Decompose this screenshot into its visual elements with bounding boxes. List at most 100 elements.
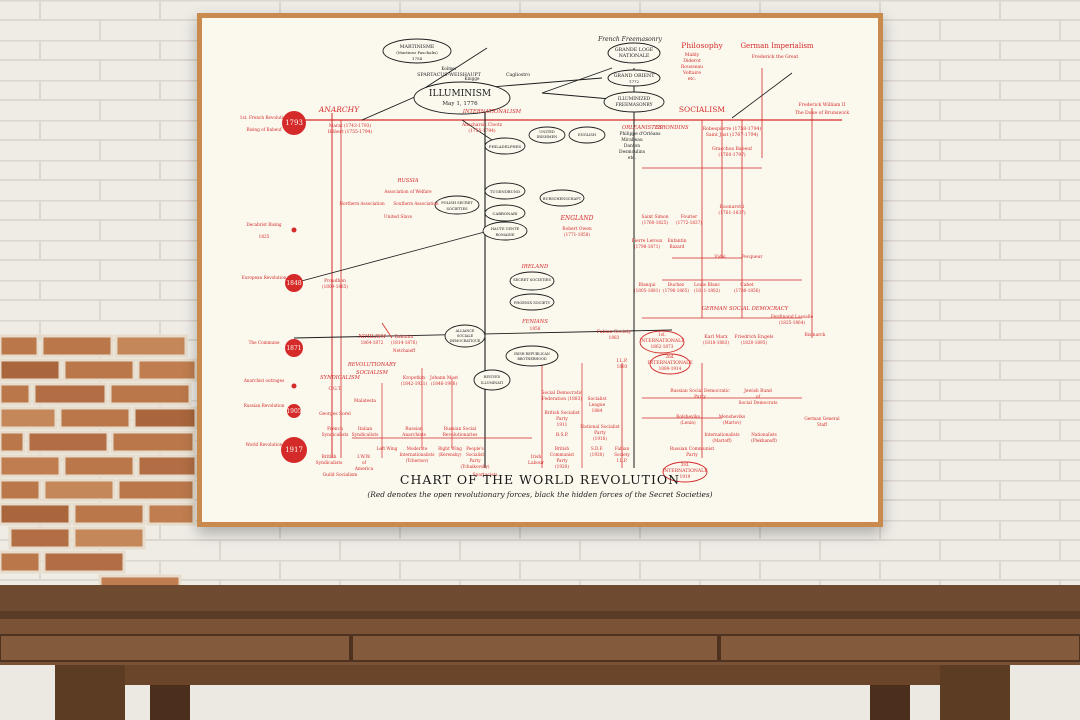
chart-label: (1916) xyxy=(593,436,607,441)
chart-label: I.L.P. xyxy=(617,458,627,463)
chart-label: Left Wing xyxy=(377,446,398,451)
chart-label: (1818-1883) xyxy=(703,340,729,345)
chart-label: Malatesta xyxy=(354,399,377,404)
chart-label: 1st. xyxy=(658,332,666,337)
chart-label: Knigge xyxy=(464,76,480,81)
chart-label: Bolsheviks xyxy=(676,415,700,420)
burschenschaft-oval xyxy=(539,189,585,207)
chart-label: 1858 xyxy=(530,326,541,331)
chart-label: French Freemasonry xyxy=(597,36,662,43)
chart-label: SECRET SOCIETIES xyxy=(513,278,551,282)
chart-label: REVIVED xyxy=(484,375,501,379)
chart-label: Mably xyxy=(685,52,700,58)
chart-label: Fabian Society xyxy=(597,329,632,335)
chart-label: Party xyxy=(694,395,706,400)
chart-label: Internationalists xyxy=(399,452,434,457)
polish-societies-oval xyxy=(434,195,480,215)
chart-label: Rousseau xyxy=(681,64,703,70)
chart-label: Karl Marx xyxy=(704,334,728,340)
chart-label: (1796-1865) xyxy=(663,288,689,293)
chart-label: C.G.T. xyxy=(328,387,341,392)
revolution-year: 1905 xyxy=(286,408,301,415)
chart-label: Marat (1743-1793) xyxy=(329,124,372,129)
grand-orient-oval xyxy=(607,69,661,87)
chart-label: Netchaieff xyxy=(393,348,416,353)
second-internationale-oval xyxy=(649,353,691,375)
chart-label: Philippe d'Orléans xyxy=(619,132,661,137)
chart-label: SYNDICALISM xyxy=(320,375,360,381)
chart-label: Voltaire xyxy=(682,70,701,76)
chart-label: (1755-1794) xyxy=(468,129,496,134)
chart-label: Cagliostro xyxy=(506,72,530,78)
chart-subtitle: (Red denotes the open revolutionary forc… xyxy=(367,490,713,499)
chart-label: Social Democratic xyxy=(542,391,583,396)
alliance-oval xyxy=(444,324,486,348)
revolution-marker xyxy=(287,404,301,418)
chart-label: (1760-1797) xyxy=(718,153,746,158)
chart-label: Bismarck xyxy=(805,333,826,338)
chart-label: French xyxy=(327,427,343,432)
grande-loge-oval xyxy=(607,42,661,64)
chart-label: NATIONALE xyxy=(619,53,650,59)
chart-label: Louis Blanc xyxy=(694,283,721,288)
first-internationale-oval xyxy=(639,330,685,354)
chart-label: 2nd. xyxy=(665,354,674,359)
chart-label: Fabian xyxy=(615,446,630,451)
connector-line xyxy=(416,47,488,94)
chart-label: I.L.P. xyxy=(617,359,628,364)
table-drawer-right xyxy=(719,634,1080,662)
chart-label: Society xyxy=(614,452,630,457)
chart-label: (1798-1871) xyxy=(634,244,660,249)
chart-label: Party xyxy=(686,453,698,458)
chart-label: (1772-1837) xyxy=(676,220,702,225)
irish-republican-oval xyxy=(505,345,559,367)
chart-label: 1889-1914 xyxy=(659,366,682,371)
chart-label: ROMAINE xyxy=(495,233,514,237)
chart-label: (1788-1856) xyxy=(734,288,760,293)
chart-label: (1846-1906) xyxy=(431,381,457,386)
philadelphes-oval xyxy=(484,137,526,155)
chart-label: Socialist xyxy=(588,397,607,402)
chart-label: Cabet xyxy=(740,283,753,288)
chart-label: RUSSIA xyxy=(396,178,418,184)
connector-line xyxy=(461,119,493,141)
chart-label: TUGENDBUND xyxy=(490,189,520,194)
chart-label: Anacharsis Clootz xyxy=(461,123,503,128)
chart-label: (1761-1837) xyxy=(718,211,746,216)
chart-label: Syndicalists xyxy=(352,433,379,438)
chart-label: Party xyxy=(556,458,568,463)
chart-label: ALLIANCE xyxy=(455,329,475,333)
chart-label: ANARCHY xyxy=(318,105,360,114)
revolution-year: 1793 xyxy=(285,119,303,127)
illuminism-oval xyxy=(413,81,511,115)
chart-label: British xyxy=(555,446,570,451)
chart-label: GIRONDINS xyxy=(655,125,689,131)
chart-label: Labour xyxy=(528,461,545,466)
chart-label: Pecqueur xyxy=(742,255,764,260)
chart-label: Georges Sorel xyxy=(319,412,351,417)
chart-label: Russian Social xyxy=(444,427,477,432)
chart-label: 1911 xyxy=(557,422,568,427)
chart-label: Russian Communist xyxy=(670,447,715,452)
chart-label: Syndicalists xyxy=(316,461,343,466)
revolution-marker xyxy=(285,339,303,357)
chart-label: DEMOCRATIQUE xyxy=(450,339,481,343)
chart-label: GRANDE LOGE xyxy=(615,47,654,53)
chart-label: Spartacists xyxy=(472,473,498,478)
chart-label: Frederick William II xyxy=(799,102,846,108)
revolution-year: 1871 xyxy=(286,345,301,352)
revolution-label: 1825 xyxy=(259,234,270,239)
chart-label: (1809-1865) xyxy=(322,284,348,289)
chart-label: 1754 xyxy=(412,56,423,61)
chart-label: May 1, 1776 xyxy=(442,101,478,107)
chart-label: Nationalists xyxy=(751,432,777,437)
chart-label: Anarchists xyxy=(401,433,426,438)
united-irishmen-oval xyxy=(528,126,566,144)
chart-label: (Lenin) xyxy=(680,420,696,425)
revived-illuminati-oval xyxy=(473,369,511,391)
chart-label: (Plekhanoff) xyxy=(751,438,777,443)
chart-label: Federation (1883) xyxy=(542,397,582,402)
chart-label: Irish xyxy=(531,455,541,460)
chart-label: Association of Welfare xyxy=(383,189,432,194)
chart-label: (Martoff) xyxy=(712,438,732,443)
